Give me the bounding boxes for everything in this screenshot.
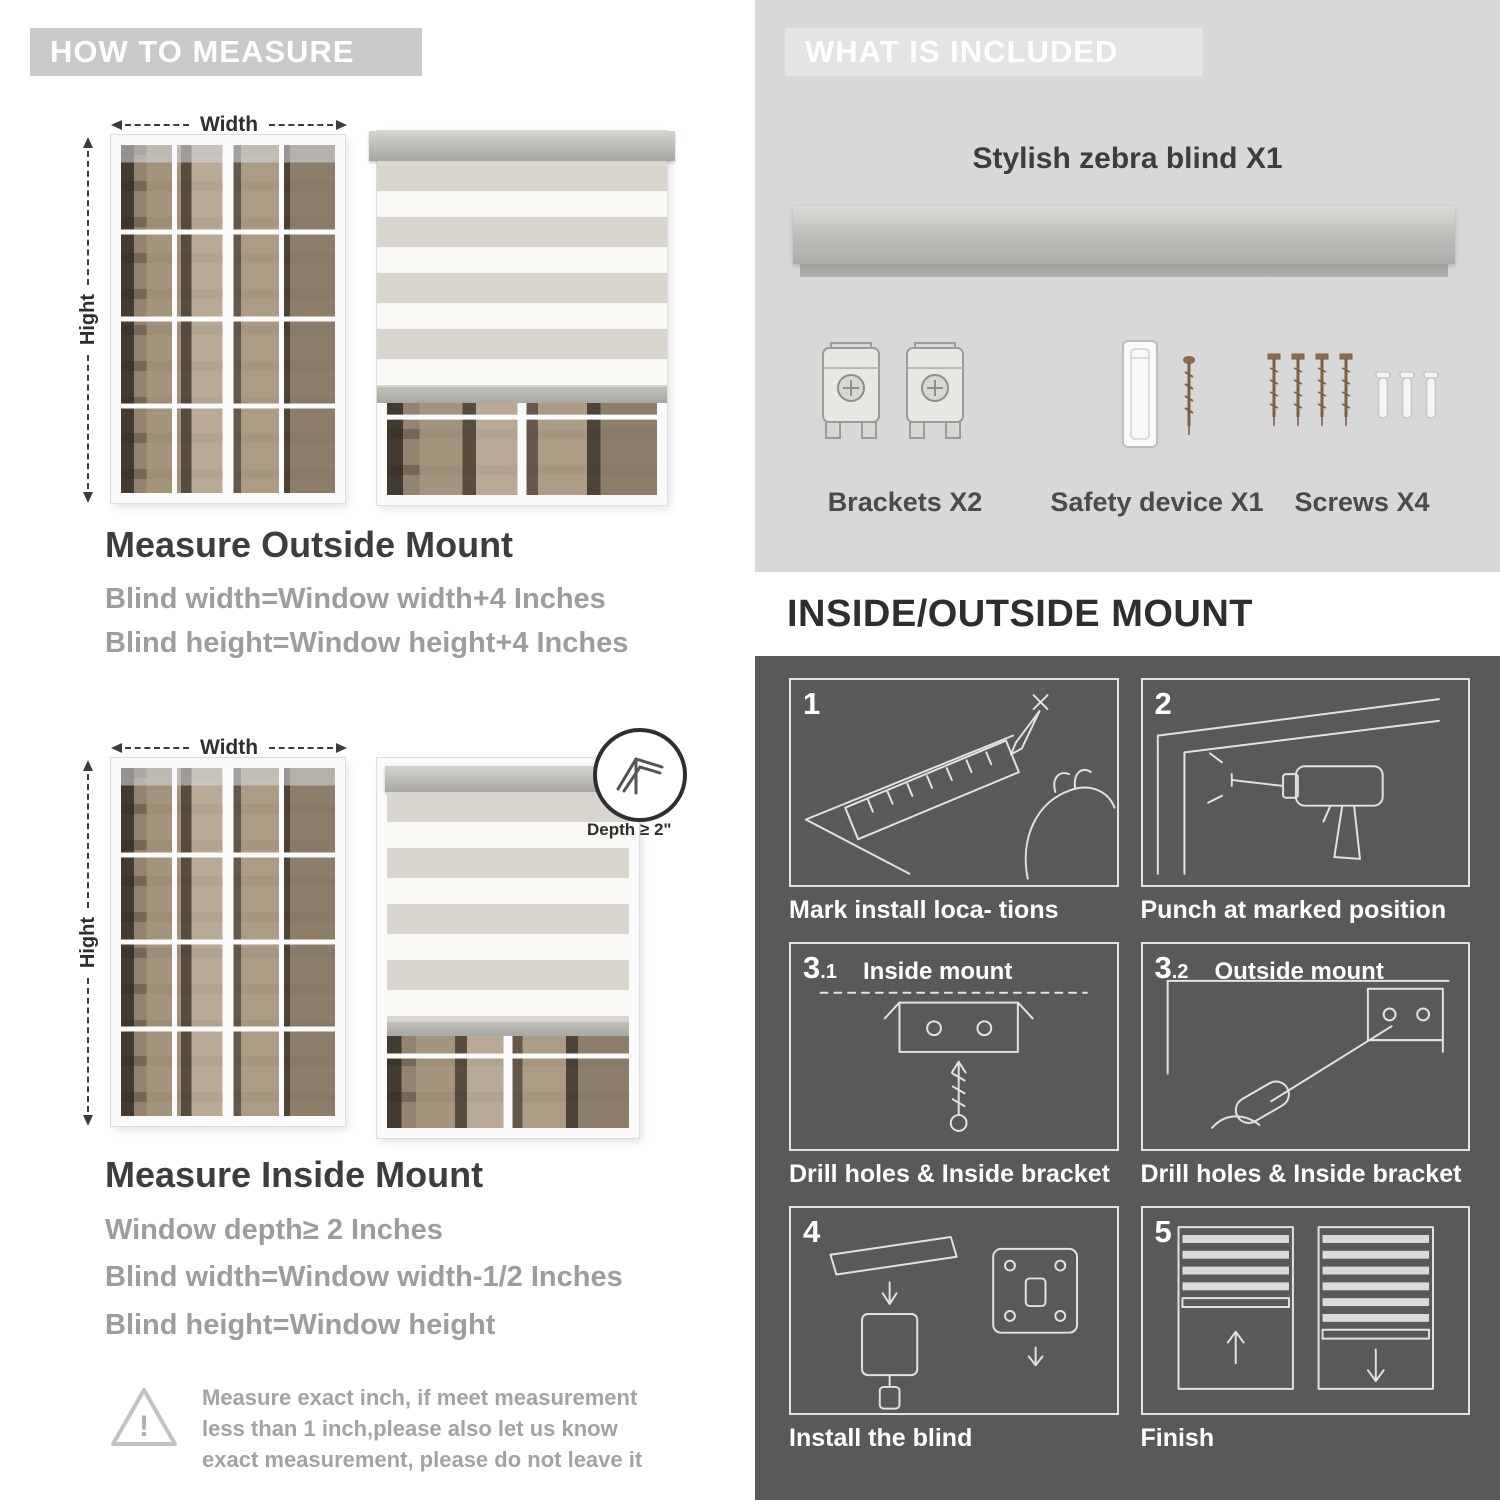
arrowhead-right-icon [336,120,347,130]
height-label: Hight [76,917,99,969]
width-dimension-arrow: Width [111,113,347,137]
step-4: 4 Instal [789,1206,1119,1456]
how-to-measure-section: HOW TO MEASURE Width Hight [30,28,687,1475]
step-4-caption: Install the blind [789,1424,973,1452]
zebra-blind-label: Stylish zebra blind X1 [972,142,1283,175]
drill-art [1156,698,1440,875]
blind-headrail [369,131,675,161]
window-illustration [111,135,345,503]
brackets-label: Brackets X2 [827,487,983,517]
bracket-icon [906,342,964,439]
blind-bottomrail [377,387,667,403]
arrowhead-down-icon [83,1115,93,1126]
inside-mount-rule-1: Window depth≥ 2 Inches [105,1214,443,1246]
arrowhead-left-icon [111,743,122,753]
step-number: 1 [803,686,821,721]
brackets-illustration [817,338,969,446]
zebra-blind-headrail-illustration [793,206,1455,277]
step-number: 3 [1154,950,1172,985]
step-number: 2 [1154,686,1172,721]
what-is-included-title: WHAT IS INCLUDED [805,34,1119,69]
what-is-included-header: WHAT IS INCLUDED [785,28,1203,76]
step-5-caption: Finish [1140,1424,1215,1452]
screws-icon [1267,353,1439,426]
step-3-2-caption: Drill holes & Inside bracket [1140,1160,1462,1188]
zebra-stripes [387,792,629,1022]
measure-note: ! Measure exact inch, if meet measuremen… [108,1383,654,1475]
width-label: Width [199,736,259,759]
finish-art [1177,1226,1434,1390]
width-dimension-arrow: Width [111,736,347,760]
outside-mount-rule-2: Blind height=Window height+4 Inches [105,627,629,659]
outside-mount-title: Measure Outside Mount [105,524,514,565]
arrowhead-up-icon [83,137,93,148]
arrowhead-up-icon [83,760,93,771]
mount-steps-grid: 1 Mark install loca- tions [755,656,1500,1456]
window-muntins [121,768,335,1116]
blind-headrail [385,766,631,792]
safety-device-label: Safety device X1 [1050,487,1264,517]
step-number: 4 [803,1214,821,1249]
inside-mount-title: Measure Inside Mount [105,1154,484,1195]
step-5: 5 [1140,1206,1470,1456]
measure-note-text: Measure exact inch, if meet measurement … [202,1385,643,1472]
mount-title: INSIDE/OUTSIDE MOUNT [787,592,1254,635]
outside-bracket-art [1166,979,1450,1129]
step-title: Inside mount [863,958,1013,985]
step-4-panel: 4 [789,1206,1119,1415]
step-3-2: 3.2 Outside mount Drill holes & Inside b… [1140,942,1470,1192]
arrowhead-left-icon [111,120,122,130]
how-to-measure-title: HOW TO MEASURE [50,34,355,69]
outside-mount-rule-1: Blind width=Window width+4 Inches [105,583,606,615]
arrowhead-down-icon [83,492,93,503]
width-label: Width [199,113,259,136]
mount-instructions-section: INSIDE/OUTSIDE MOUNT 1 [755,572,1500,1500]
bracket-icon [822,342,880,439]
screws-label: Screws X4 [1294,487,1430,517]
window-muntins [121,145,335,493]
how-to-measure-header: HOW TO MEASURE [30,28,422,76]
zebra-blind-inside-illustration [377,758,639,1138]
depth-callout-circle [593,728,687,822]
screws-illustration [1267,346,1452,451]
what-is-included-section: WHAT IS INCLUDED Stylish zebra blind X1 [755,0,1500,572]
inside-mount-figure: Width Hight [75,728,687,1158]
arrowhead-right-icon [336,743,347,753]
step-3-2-panel: 3.2 Outside mount [1140,942,1470,1151]
blind-bottomrail [387,1022,629,1036]
window-illustration [111,758,345,1126]
zebra-blind-outside-illustration [369,131,675,505]
step-3-1: 3.1 Inside mount Drill holes & Ins [789,942,1119,1192]
step-number: 3 [803,950,821,985]
step-2: 2 Punch at marked position [1140,678,1470,928]
step-1-caption: Mark install loca- tions [789,896,1059,924]
depth-label: Depth ≥ 2" [587,820,672,839]
safety-device-icon [1122,340,1195,448]
zebra-stripes [377,161,667,387]
exclamation-mark: ! [139,1410,149,1443]
step-3-1-caption: Drill holes & Inside bracket [789,1160,1110,1188]
inside-mount-rule-2: Blind width=Window width-1/2 Inches [105,1261,623,1293]
step-number: 5 [1154,1214,1172,1249]
outside-mount-figure: Width Hight [75,105,685,535]
install-blind-art [829,1236,1079,1410]
step-3-1-panel: 3.1 Inside mount [789,942,1119,1151]
inside-bracket-art [819,991,1088,1132]
step-2-caption: Punch at marked position [1140,896,1447,924]
height-dimension-arrow: Hight [75,137,101,503]
safety-device-illustration [1103,336,1223,459]
warning-triangle-icon: ! [111,1388,177,1446]
height-label: Hight [76,294,99,346]
inside-mount-rule-3: Blind height=Window height [105,1309,496,1341]
step-1: 1 Mark install loca- tions [789,678,1119,928]
height-dimension-arrow: Hight [75,760,101,1126]
window-corner-sketch-icon [616,757,664,795]
step-5-panel: 5 [1140,1206,1470,1415]
mark-locations-art [804,694,1116,880]
step-title: Outside mount [1214,958,1384,985]
step-1-panel: 1 [789,678,1119,887]
mount-header: INSIDE/OUTSIDE MOUNT [755,572,1500,656]
step-2-panel: 2 [1140,678,1470,887]
